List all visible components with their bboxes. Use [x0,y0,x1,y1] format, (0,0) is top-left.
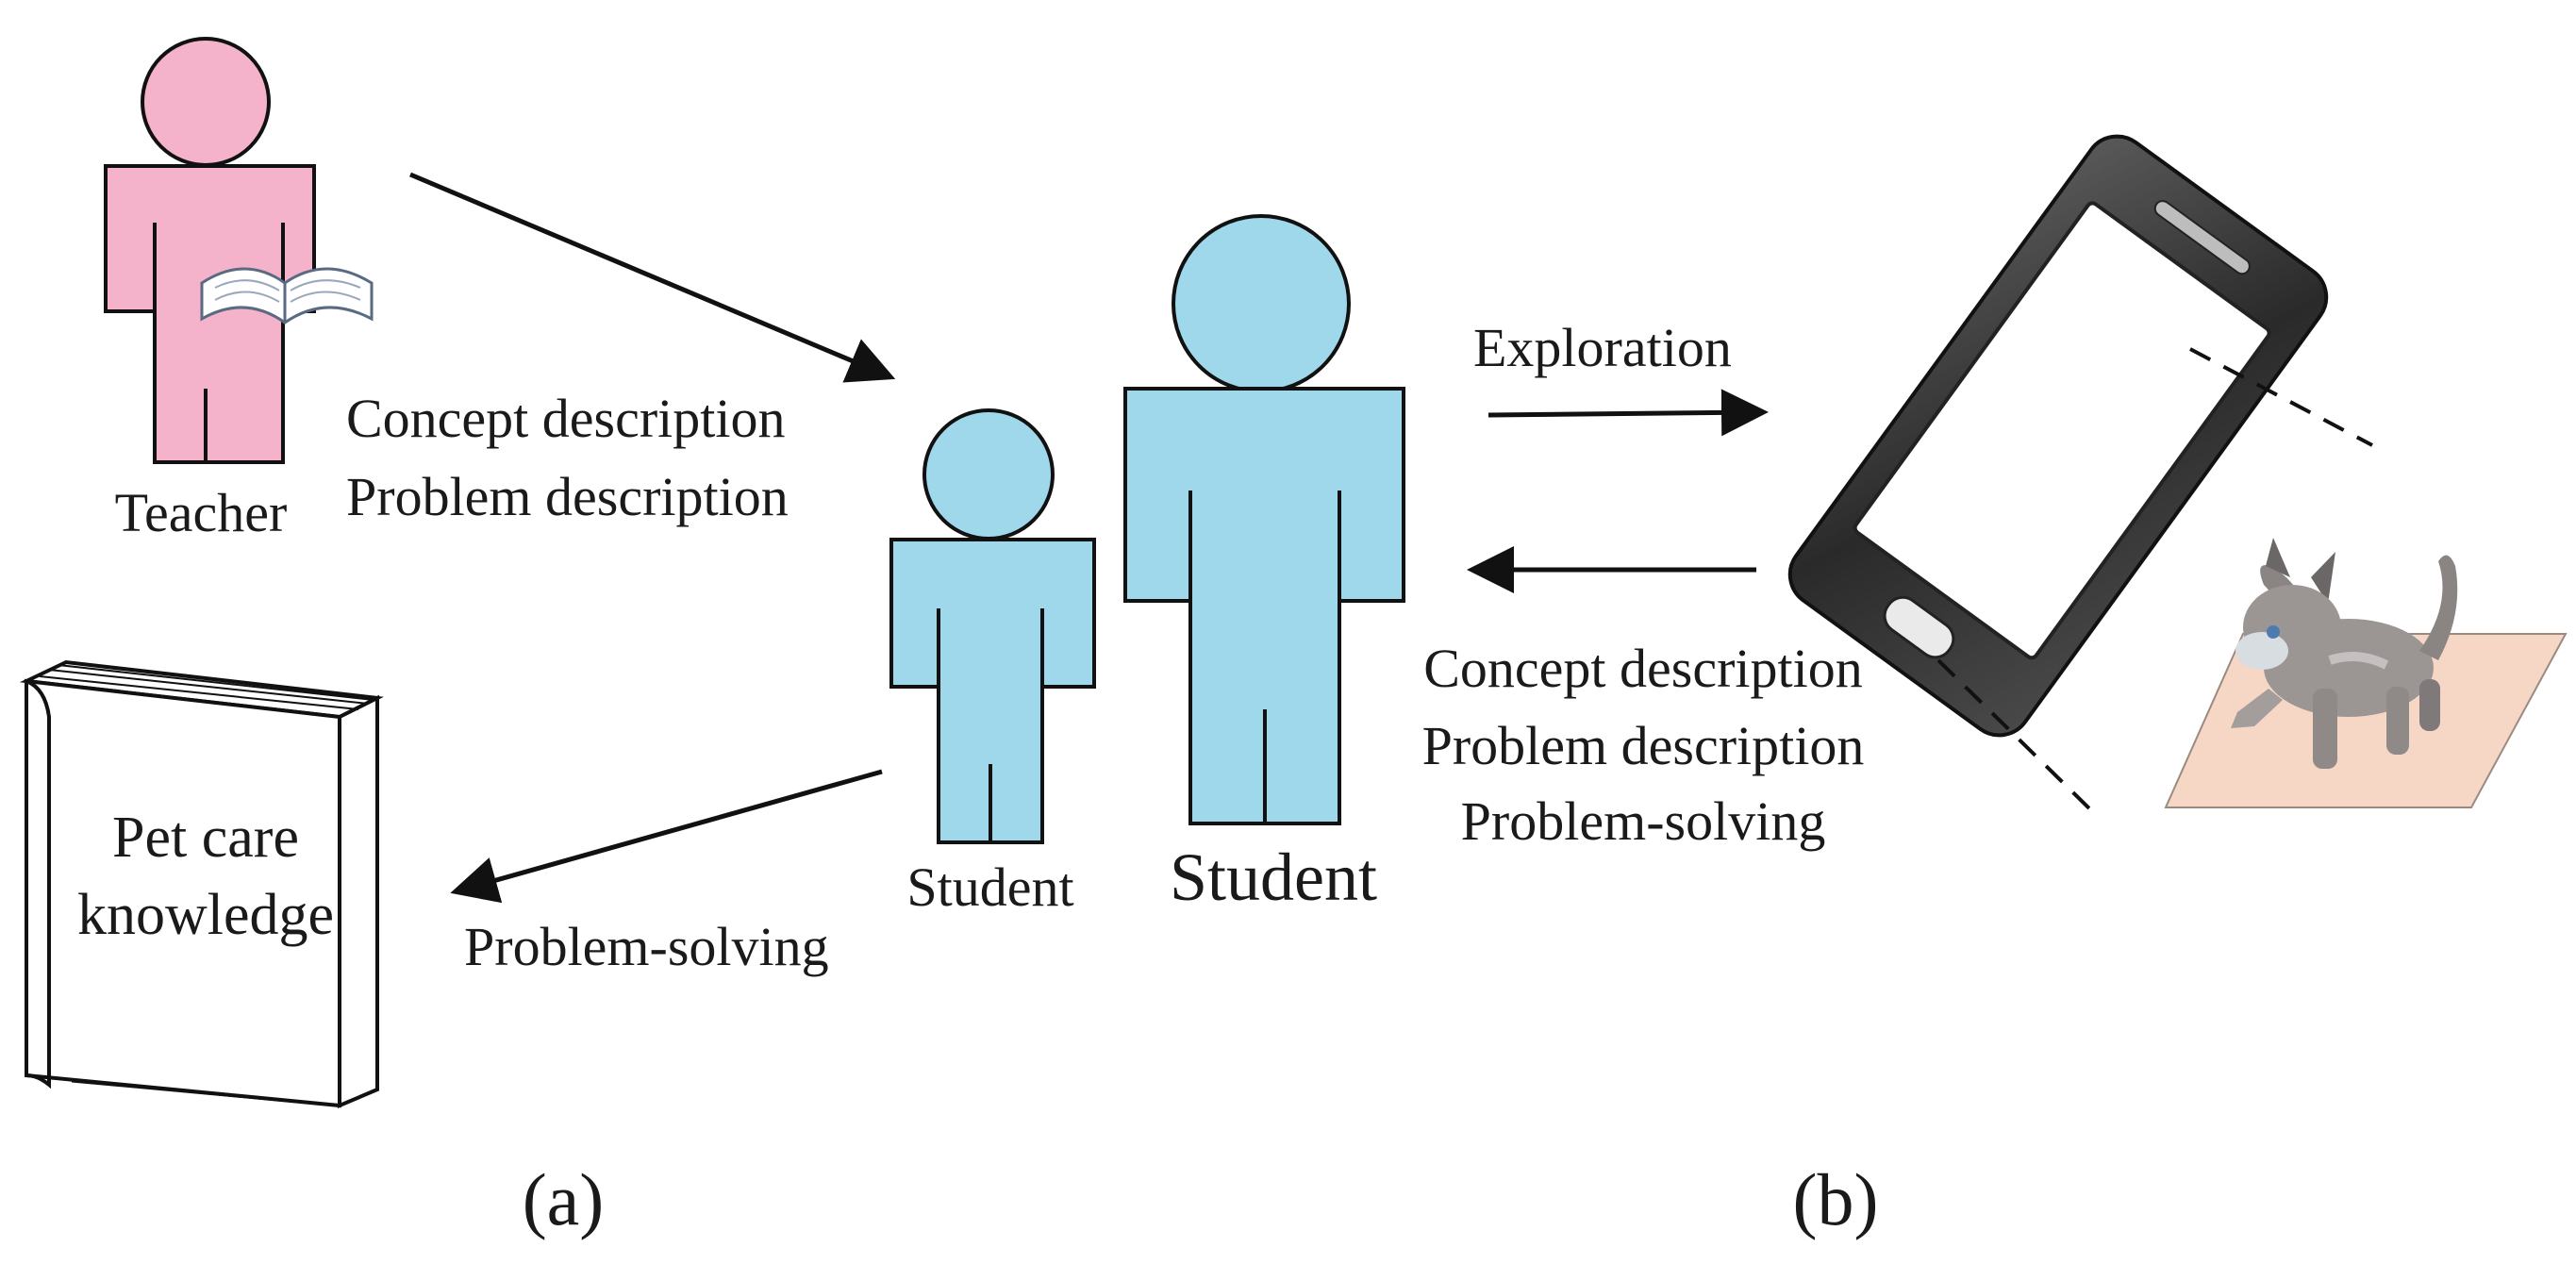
ar-pet-scene [2164,538,2568,808]
caption-b: (b) [1793,1158,1879,1240]
caption-a: (a) [523,1158,605,1240]
teacher-flow-label-1: Concept description [346,388,786,449]
teacher-label: Teacher [115,482,288,543]
open-book-icon [200,267,374,324]
dog-icon [2231,538,2458,769]
arrow-teacher-to-student [409,172,896,383]
arrow-student-to-book [450,769,883,904]
teacher-flow-label-2: Problem description [346,466,789,527]
student-large-figure [1123,214,1405,825]
teacher-figure [104,37,316,464]
pet-care-book [19,659,384,1109]
projection-line-top [2189,347,2373,447]
exploration-label: Exploration [1473,317,1732,378]
smartphone-icon [1787,134,2329,738]
student-small-label: Student [906,857,1073,918]
student-small-figure [889,408,1096,844]
device-flow-label-1: Concept description [1423,638,1863,699]
arrow-exploration [1487,389,1769,437]
device-flow-label-2: Problem description [1422,715,1865,776]
student-large-label: Student [1170,840,1377,915]
book-title-line-2: knowledge [77,883,334,947]
device-flow-label-3: Problem-solving [1461,790,1826,852]
book-title-line-1: Pet care [112,806,299,870]
book-flow-label: Problem-solving [464,916,829,977]
